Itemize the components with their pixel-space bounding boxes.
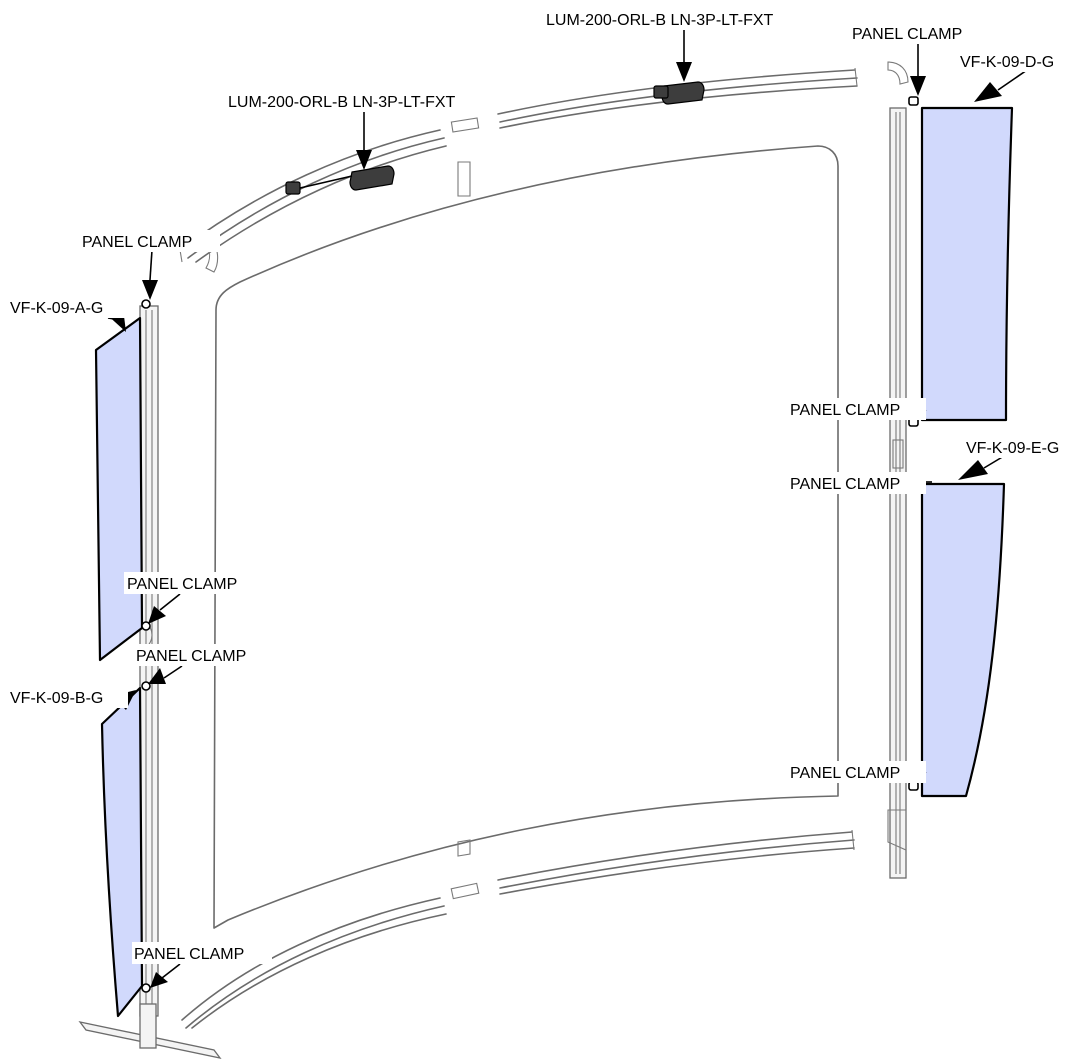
- callout-clamp-right-lower: PANEL CLAMP: [790, 765, 900, 782]
- callout-clamp-left-bottom: PANEL CLAMP: [134, 946, 244, 963]
- light-fixture-top-head: [661, 81, 705, 105]
- top-rail-connector: [450, 117, 480, 133]
- graphic-panels: [94, 106, 1014, 1018]
- panel-vf-k-09-b-g: [100, 686, 144, 1018]
- callout-light-top: LUM-200-ORL-B LN-3P-LT-FXT: [546, 12, 774, 29]
- graphic-panel-slot-top: [457, 161, 471, 197]
- clamp-top-right: [908, 96, 919, 106]
- bottom-base-rail: [181, 897, 447, 1029]
- panel-vf-k-09-d-g: [920, 106, 1014, 422]
- clamp-left-bottom: [141, 983, 151, 993]
- bottom-base-rail-right: [497, 831, 855, 895]
- callout-panel-d: VF-K-09-D-G: [960, 54, 1054, 71]
- bottom-rail-end-cap: [851, 829, 855, 851]
- light-fixtures: [285, 81, 705, 195]
- callout-panel-b: VF-K-09-B-G: [10, 690, 103, 707]
- right-top-end-cap: [887, 61, 909, 85]
- callout-light-left: LUM-200-ORL-B LN-3P-LT-FXT: [228, 94, 456, 111]
- callout-clamp-right-upper: PANEL CLAMP: [790, 402, 900, 419]
- light-fixture-left-clip: [285, 181, 301, 195]
- panel-clamps: [141, 96, 919, 993]
- callout-clamp-left-mid-upper: PANEL CLAMP: [127, 576, 237, 593]
- clamp-right-lower: [908, 781, 919, 791]
- left-foot-riser: [139, 1003, 157, 1049]
- graphic-panel-outline: [213, 145, 839, 929]
- callout-panel-a: VF-K-09-A-G: [10, 300, 103, 317]
- callout-labels: LUM-200-ORL-B LN-3P-LT-FXT LUM-200-ORL-B…: [8, 8, 1080, 964]
- right-post-bottom-hinge: [887, 809, 907, 851]
- light-fixture-top-clip: [653, 85, 669, 99]
- light-fixture-left-arm: [299, 175, 353, 189]
- graphic-panel-slot-bottom: [457, 839, 471, 857]
- light-fixture-left: [285, 165, 395, 195]
- frame-structure: [78, 61, 909, 1059]
- right-post-connector: [892, 439, 904, 469]
- clamp-top-left: [141, 299, 151, 309]
- panel-vf-k-09-a-g: [94, 316, 144, 662]
- callout-clamp-right-middle: PANEL CLAMP: [790, 476, 900, 493]
- panel-vf-k-09-e-g: [920, 482, 1006, 798]
- light-fixture-top: [653, 81, 705, 105]
- callout-clamp-top-left: PANEL CLAMP: [82, 234, 192, 251]
- bottom-rail-connector: [450, 882, 480, 900]
- callout-clamp-top-right: PANEL CLAMP: [852, 26, 962, 43]
- callout-clamp-left-mid-lower: PANEL CLAMP: [136, 648, 246, 665]
- callout-panel-e: VF-K-09-E-G: [966, 440, 1059, 457]
- light-fixture-left-head: [349, 165, 395, 191]
